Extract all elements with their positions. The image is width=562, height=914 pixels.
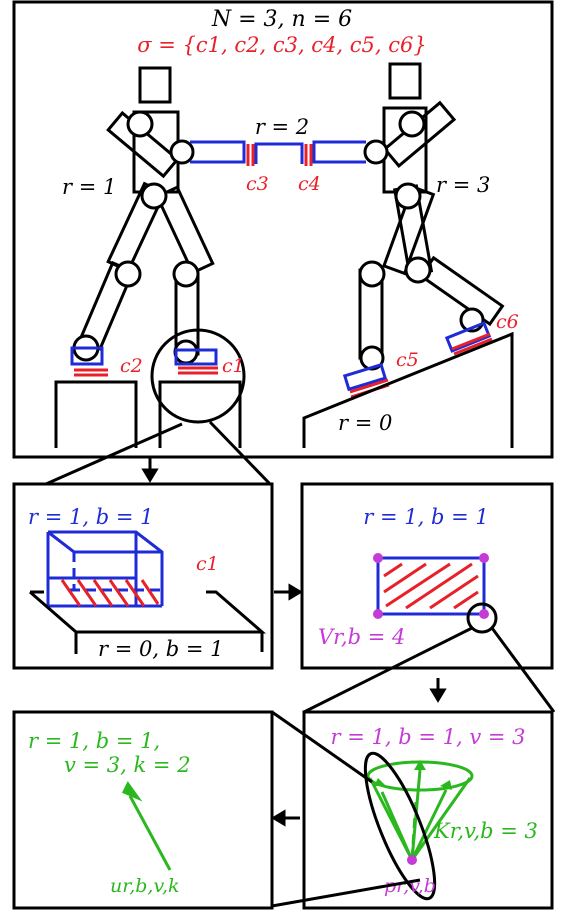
box-edges — [46, 530, 162, 608]
label-c4: c4 — [298, 173, 321, 195]
foot-pad-right-b — [444, 321, 492, 353]
generator-line — [380, 791, 414, 861]
sigma-label: σ = {c1, c2, c3, c4, c5, c6} — [137, 33, 427, 57]
generator-vector — [121, 781, 172, 871]
robot-body-label: r = 1, b = 1 — [28, 505, 153, 529]
robot-left-joint — [169, 139, 195, 165]
generator-panel-frame — [12, 710, 274, 910]
robot-right-thigh-b — [382, 185, 436, 276]
center-box — [158, 380, 242, 448]
object-center — [254, 142, 304, 164]
robot-right-joint — [363, 139, 389, 165]
zoom-lines-2 — [303, 626, 556, 714]
contact-mark-c6 — [451, 332, 491, 351]
label-r2: r = 2 — [255, 115, 309, 139]
contact-point — [407, 855, 417, 865]
robot-right — [358, 62, 505, 371]
cone-size-label: Kr,v,b = 3 — [433, 819, 538, 843]
robot-right-joint — [398, 110, 426, 138]
robot-right-head — [388, 62, 422, 100]
generator-vector-label: ur,b,v,k — [110, 875, 180, 897]
robot-left-joint — [126, 110, 154, 138]
cone-edge — [410, 777, 472, 861]
label-c6: c6 — [496, 311, 519, 333]
arrow-right — [274, 583, 303, 601]
vertex-dots — [373, 553, 489, 619]
label-c5: c5 — [396, 349, 419, 371]
label-c2: c2 — [120, 355, 143, 377]
vertices-title: r = 1, b = 1 — [363, 505, 488, 529]
object-right-arm-pad — [312, 140, 366, 164]
robot-left-joint — [114, 260, 142, 288]
generator-title-line1: r = 1, b = 1, — [28, 729, 160, 753]
vertex-count-label: Vr,b = 4 — [318, 625, 405, 649]
vertices-panel-frame — [300, 482, 554, 670]
box-hidden-edge — [70, 552, 160, 592]
environment — [54, 328, 514, 448]
env-body-label: r = 0, b = 1 — [98, 637, 223, 661]
top-panel-frame — [12, 0, 554, 459]
friction-cone — [366, 760, 474, 861]
robot-left-joint — [173, 339, 199, 365]
label-r3: r = 3 — [436, 173, 490, 197]
carried-object — [70, 140, 492, 392]
zoom-lines — [45, 420, 272, 486]
label-c3: c3 — [246, 173, 269, 195]
contact-hatch — [60, 579, 160, 607]
cone-zoom-ellipse — [363, 751, 437, 901]
vertex-zoom-circle — [466, 602, 498, 634]
contact-mark-c5 — [349, 378, 389, 394]
contact-face — [376, 556, 486, 616]
robot-right-joint — [404, 256, 432, 284]
foot-pad-left-a — [70, 346, 104, 366]
body-contact-panel-frame — [12, 482, 274, 670]
robot-left-upper-arm — [106, 110, 180, 179]
label-r0: r = 0 — [338, 411, 392, 435]
robot-right-joint — [358, 260, 386, 288]
header-label: N = 3, n = 6 — [211, 7, 352, 32]
cone-panel-frame — [302, 710, 554, 910]
robot-left-thigh-b — [155, 185, 215, 275]
vertex-dot — [479, 553, 489, 563]
robot-body-box — [46, 530, 164, 608]
zoom-lines-3 — [271, 710, 421, 908]
robot-left-head — [138, 66, 172, 104]
generator-line — [410, 789, 448, 861]
robot-left — [72, 66, 215, 365]
left-box — [54, 380, 138, 448]
vertex-dot — [373, 609, 383, 619]
contact-c1-label: c1 — [196, 553, 219, 575]
cone-title: r = 1, b = 1, v = 3 — [331, 725, 526, 749]
contact-point-label: pr,v,b — [384, 875, 436, 897]
cone-arrowheads — [374, 760, 452, 790]
env-body-plate — [29, 590, 267, 654]
vertex-dot — [373, 553, 383, 563]
robot-right-joint — [394, 182, 422, 210]
slope — [302, 331, 514, 448]
foot-pad-right-a — [342, 362, 388, 392]
object-left-arm-pad — [190, 140, 246, 164]
label-c1: c1 — [222, 355, 245, 377]
contact-face-hatch — [383, 562, 479, 610]
contact-mark-c6 — [453, 337, 493, 356]
box-back — [48, 530, 164, 606]
label-r1: r = 1 — [62, 175, 116, 199]
robot-left-joint — [140, 182, 168, 210]
zoom-circle — [150, 328, 246, 424]
generator-title-line2: v = 3, k = 2 — [64, 753, 191, 777]
robot-left-joint — [172, 260, 200, 288]
vertex-dot — [479, 609, 489, 619]
foot-pad-left-b — [174, 348, 218, 366]
